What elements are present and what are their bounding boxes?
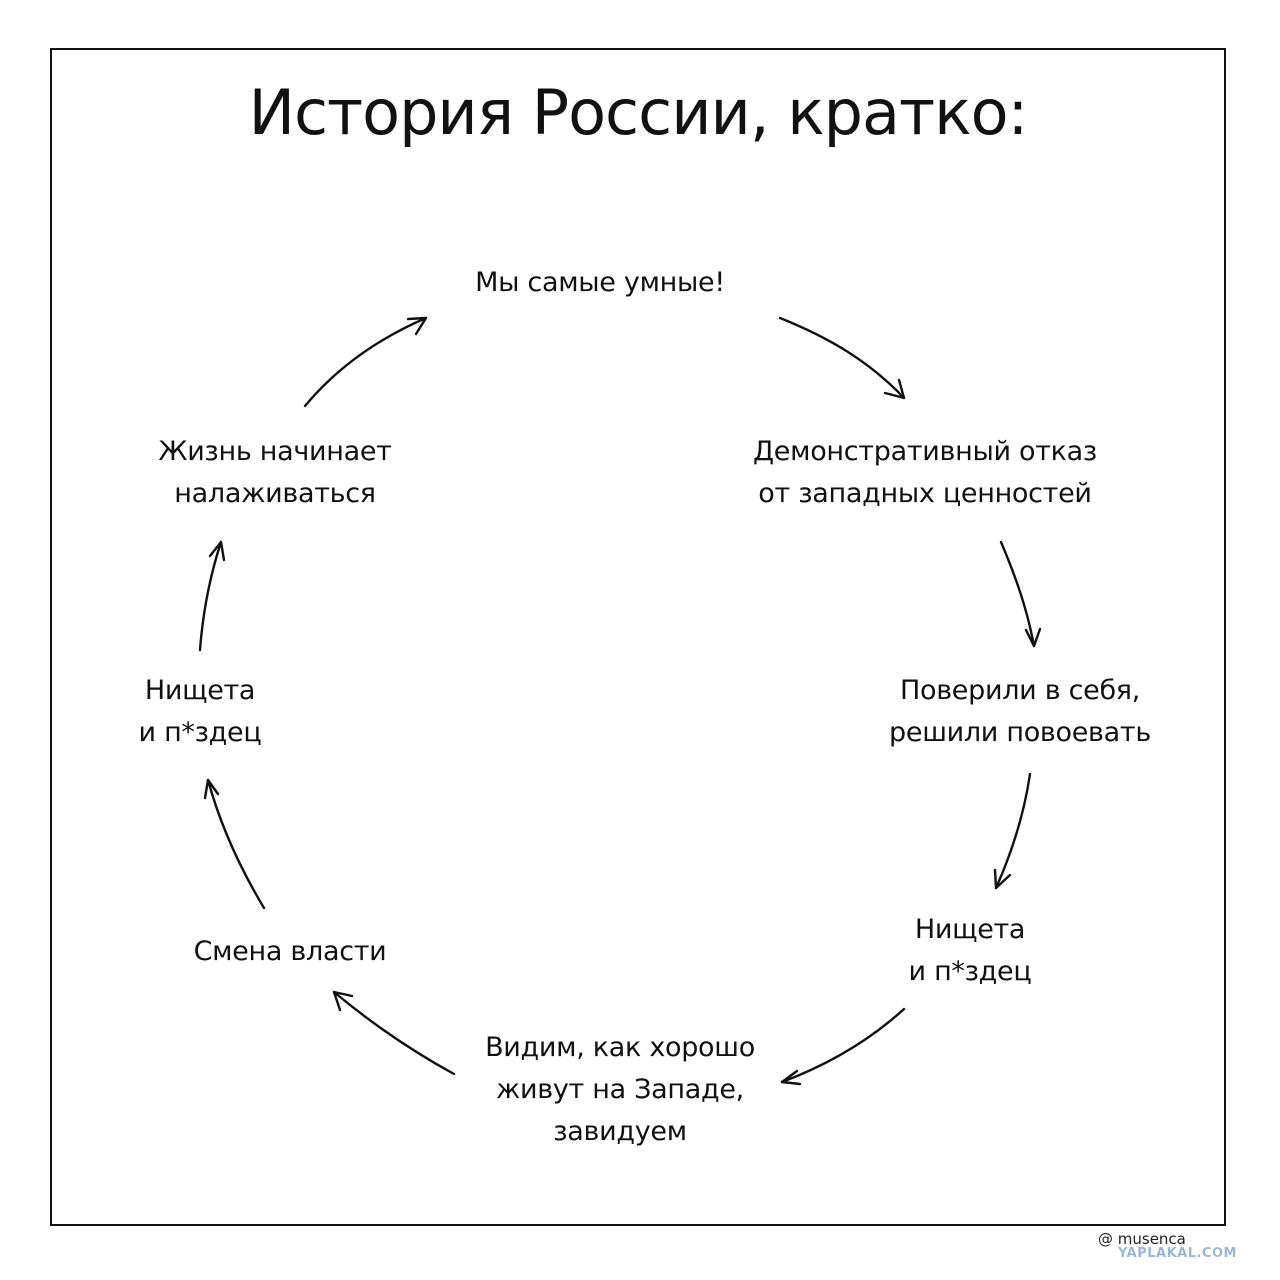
site-watermark: YAPLAKAL.COM — [1118, 1246, 1237, 1261]
page-title: История России, кратко: — [248, 76, 1029, 149]
arrow-4-to-5 — [780, 1007, 906, 1086]
cycle-step-go-to-war: Поверили в себя, решили повоевать — [889, 675, 1151, 748]
arrow-5-to-6 — [332, 990, 456, 1076]
arrow-8-to-1 — [303, 316, 428, 408]
author-credit: @ musenca — [1098, 1230, 1186, 1248]
arrow-2-to-3 — [999, 540, 1042, 648]
comic-frame — [50, 48, 1226, 1226]
arrow-3-to-4 — [993, 772, 1032, 890]
arrow-1-to-2 — [778, 316, 906, 400]
cycle-step-reject-western-values: Демонстративный отказ от западных ценнос… — [753, 436, 1097, 509]
cycle-step-poverty-left: Нищета и п*здец — [138, 675, 262, 748]
cycle-step-change-of-power: Смена власти — [193, 936, 387, 967]
cycle-step-smartest: Мы самые умные! — [475, 267, 725, 298]
cycle-step-envy-west: Видим, как хорошо живут на Западе, завид… — [485, 1032, 755, 1147]
arrow-7-to-8 — [198, 540, 226, 652]
cycle-step-life-improves: Жизнь начинает налаживаться — [158, 436, 392, 509]
cycle-step-poverty-right: Нищета и п*здец — [908, 914, 1032, 987]
arrow-6-to-7 — [203, 778, 266, 910]
